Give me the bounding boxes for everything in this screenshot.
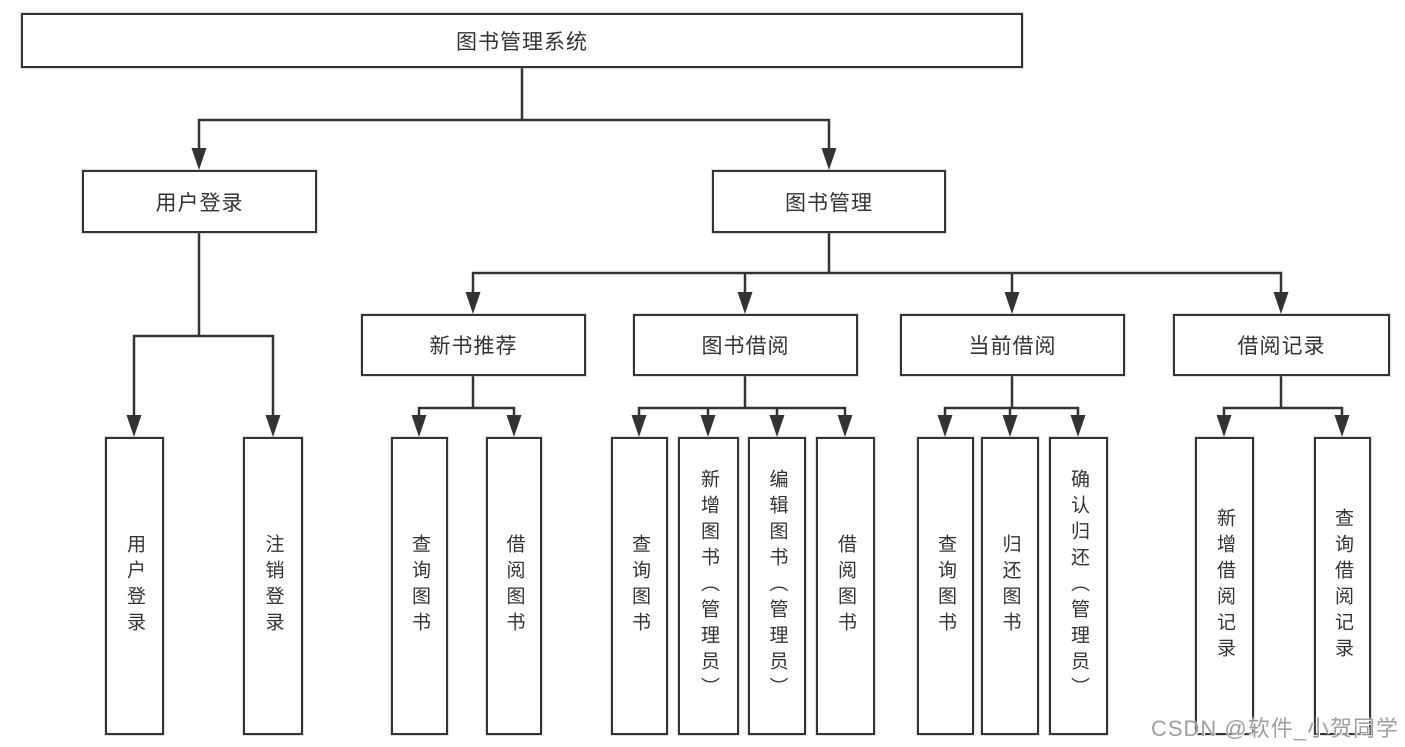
leaf-label: 注销登录 [262, 534, 284, 638]
node-book-borrow: 图书借阅 [633, 314, 858, 376]
leaf-user-login: 用户登录 [105, 437, 164, 735]
node-new-book-recommend: 新书推荐 [361, 314, 586, 376]
node-book-management: 图书管理 [712, 170, 946, 233]
leaf-label: 查询图书 [935, 534, 956, 638]
leaf-borrow-books-borrow: 借阅图书 [816, 437, 875, 735]
csdn-watermark: CSDN @软件_小贺同学 [1150, 716, 1399, 741]
leaf-confirm-return-admin: 确认归还（管理员） [1049, 437, 1108, 735]
leaf-add-books-admin: 新增图书（管理员） [678, 437, 739, 735]
leaf-add-borrow-record: 新增借阅记录 [1195, 437, 1254, 735]
node-label: 借阅记录 [1237, 335, 1326, 358]
leaf-return-books: 归还图书 [981, 437, 1039, 735]
leaf-label: 归还图书 [999, 534, 1021, 638]
leaf-edit-books-admin: 编辑图书（管理员） [748, 437, 806, 735]
node-borrow-records: 借阅记录 [1173, 314, 1390, 376]
leaf-label: 新增图书（管理员） [698, 469, 719, 703]
leaf-label: 查询图书 [409, 534, 430, 638]
leaf-logout-login: 注销登录 [243, 437, 303, 735]
node-label: 图书管理 [785, 191, 873, 215]
node-user-login: 用户登录 [82, 170, 317, 233]
leaf-label: 用户登录 [124, 534, 145, 638]
leaf-label: 新增借阅记录 [1214, 508, 1235, 664]
node-system-root: 图书管理系统 [21, 13, 1023, 68]
leaf-label: 借阅图书 [835, 534, 856, 638]
leaf-query-books-recommend: 查询图书 [391, 437, 448, 735]
leaf-label: 编辑图书（管理员） [766, 469, 788, 703]
leaf-query-borrow-record: 查询借阅记录 [1314, 437, 1371, 735]
node-label: 当前借阅 [968, 335, 1057, 358]
node-label: 新书推荐 [429, 335, 518, 358]
node-label: 图书借阅 [701, 335, 790, 358]
node-label: 图书管理系统 [456, 30, 588, 54]
node-current-borrow: 当前借阅 [900, 314, 1125, 376]
leaf-label: 查询图书 [629, 534, 650, 638]
leaf-label: 借阅图书 [503, 534, 525, 638]
leaf-borrow-books-recommend: 借阅图书 [486, 437, 542, 735]
leaf-label: 查询借阅记录 [1332, 508, 1353, 664]
leaf-label: 确认归还（管理员） [1068, 469, 1089, 703]
node-label: 用户登录 [155, 191, 244, 215]
leaf-query-books-current: 查询图书 [917, 437, 974, 735]
leaf-query-books-borrow: 查询图书 [611, 437, 668, 735]
